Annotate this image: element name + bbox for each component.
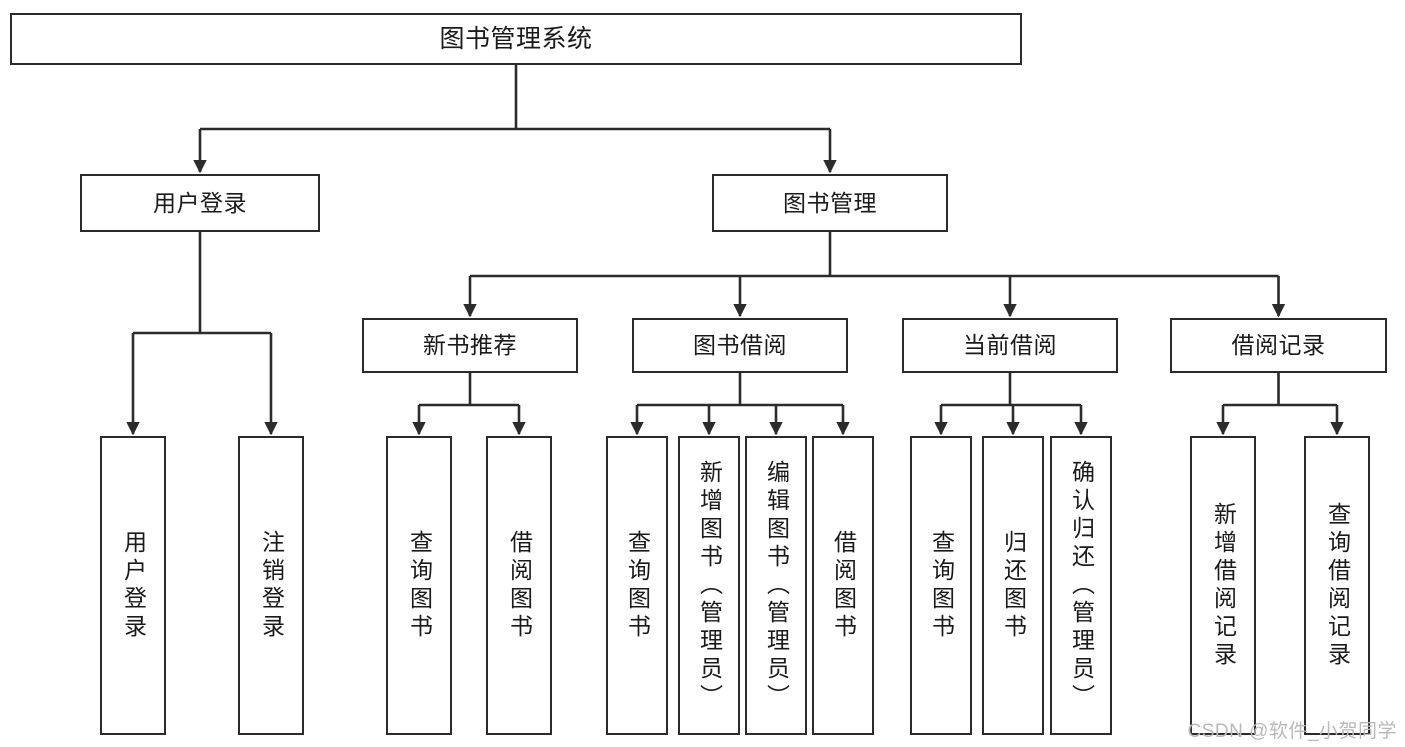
node-label: 新增借阅记录 [1210,501,1237,670]
node-label: 用户登录 [153,189,247,216]
node-leaf-query-book-2[interactable]: 查询图书 [606,436,668,735]
node-leaf-confirm-return-admin[interactable]: 确认归还（管理员） [1050,436,1112,735]
watermark-text: CSDN @软件_小贺同学 [1187,721,1397,742]
node-label: 新增图书（管理员） [696,459,723,712]
node-label: 归还图书 [1000,529,1027,642]
node-leaf-return-book[interactable]: 归还图书 [982,436,1044,735]
node-label: 图书借阅 [693,332,787,359]
node-leaf-user-login[interactable]: 用户登录 [100,436,166,735]
node-leaf-borrow-book-1[interactable]: 借阅图书 [486,436,552,735]
node-book-manage[interactable]: 图书管理 [712,174,948,232]
node-label: 借阅图书 [830,529,857,642]
node-label: 查询图书 [406,529,433,642]
node-label: 编辑图书（管理员） [763,459,790,712]
node-label: 注销登录 [258,529,285,642]
node-label: 确认归还（管理员） [1068,459,1095,712]
node-leaf-query-book-3[interactable]: 查询图书 [910,436,972,735]
node-leaf-logout-login[interactable]: 注销登录 [238,436,304,735]
node-borrow-record[interactable]: 借阅记录 [1170,318,1387,373]
node-label: 图书管理系统 [439,24,593,53]
node-leaf-query-borrow-record[interactable]: 查询借阅记录 [1304,436,1370,735]
node-root[interactable]: 图书管理系统 [10,13,1022,65]
node-label: 查询图书 [624,529,651,642]
node-leaf-query-book-1[interactable]: 查询图书 [386,436,452,735]
node-new-book-recommend[interactable]: 新书推荐 [362,318,578,373]
node-label: 用户登录 [120,529,147,642]
node-leaf-add-borrow-record[interactable]: 新增借阅记录 [1190,436,1256,735]
node-book-borrow[interactable]: 图书借阅 [632,318,848,373]
node-label: 借阅记录 [1231,332,1326,359]
node-leaf-borrow-book-2[interactable]: 借阅图书 [812,436,874,735]
node-current-borrow[interactable]: 当前借阅 [902,318,1118,373]
node-label: 借阅图书 [506,529,533,642]
node-leaf-edit-book-admin[interactable]: 编辑图书（管理员） [745,436,807,735]
node-label: 图书管理 [783,189,877,216]
node-label: 当前借阅 [963,332,1057,359]
node-label: 查询图书 [928,529,955,642]
node-leaf-add-book-admin[interactable]: 新增图书（管理员） [678,436,740,735]
node-label: 查询借阅记录 [1324,501,1351,670]
node-user-login[interactable]: 用户登录 [80,174,320,232]
node-label: 新书推荐 [423,332,517,359]
